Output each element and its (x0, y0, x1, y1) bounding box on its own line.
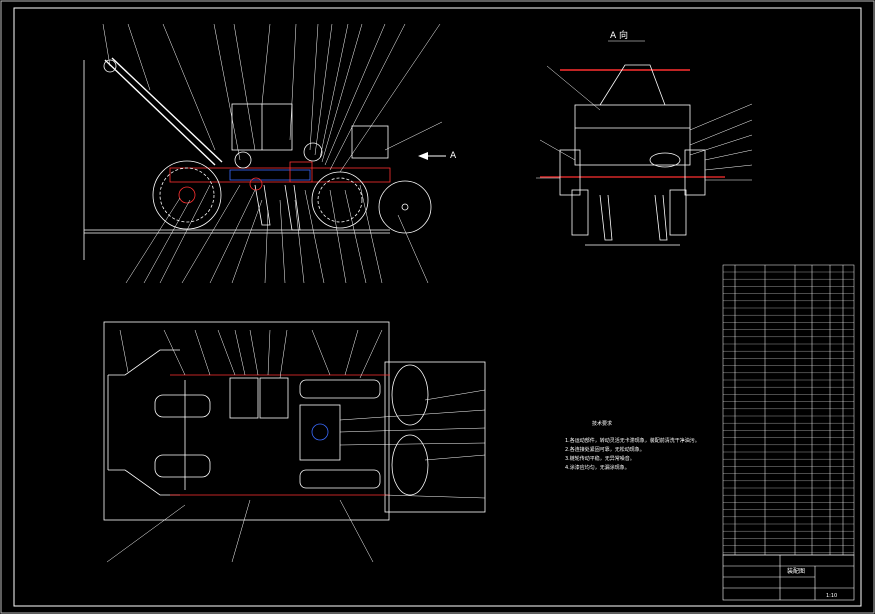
parts-list-rows (723, 271, 854, 553)
tech-requirement-1: 1.各运动部件，转动灵活无卡滞现象，装配前清洗干净油污。 (565, 437, 700, 444)
title-block (722, 554, 855, 601)
drawing-name: 装配图 (787, 567, 805, 575)
tech-requirement-4: 4.涂漆应均匀，无漏涂现象。 (565, 464, 630, 471)
tech-requirements-title: 技术要求 (592, 420, 612, 427)
side-view-leaders (102, 23, 443, 284)
parts-list (722, 264, 855, 556)
view-arrow-label: A (450, 151, 457, 161)
top-view (103, 321, 486, 521)
inner-frame (13, 7, 862, 607)
view-label: A 向 (610, 29, 628, 41)
tech-requirements: 技术要求 1.各运动部件，转动灵活无卡滞现象，装配前清洗干净油污。 2.各连接处… (565, 420, 700, 471)
a-view (540, 64, 725, 246)
drawing-scale: 1:10 (826, 593, 837, 599)
view-arrow: A (418, 151, 457, 161)
tech-requirement-2: 2.各连接处紧固可靠，无松动现象。 (565, 446, 645, 453)
tech-requirement-3: 3.链轮传动平稳，无异常噪音。 (565, 455, 635, 462)
side-view (83, 57, 432, 260)
a-view-leaders (536, 65, 753, 181)
top-view-leaders (106, 329, 486, 563)
